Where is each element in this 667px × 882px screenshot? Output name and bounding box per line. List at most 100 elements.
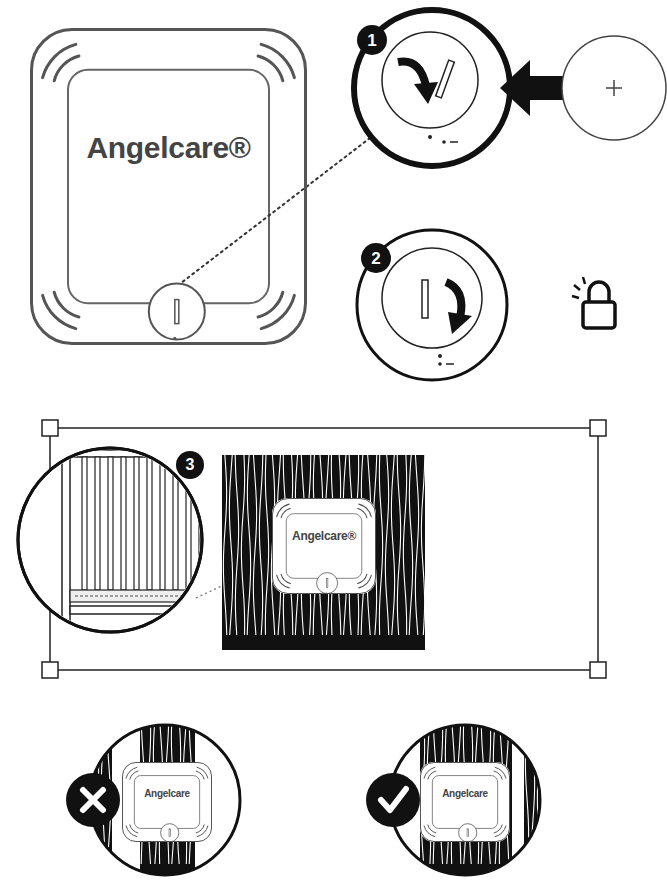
signal-arc (196, 771, 204, 779)
lock-shackle (589, 282, 609, 302)
insert-arrow (500, 60, 565, 116)
dial-mark (428, 135, 432, 139)
signal-arc (258, 292, 283, 317)
lock-spark (574, 285, 580, 290)
callout-badge (366, 773, 420, 827)
signal-arc (495, 826, 506, 837)
signal-arc (359, 575, 371, 587)
wood-grain (403, 455, 406, 635)
signal-arc (43, 44, 76, 77)
wrong-mark (83, 790, 103, 810)
wood-grain (543, 720, 546, 864)
wood-grain (241, 455, 244, 635)
crib-slat (160, 457, 165, 590)
zoom-circle (354, 10, 510, 166)
wood-grain (247, 455, 250, 635)
wood-grain (531, 720, 534, 864)
wood-grain (265, 455, 268, 635)
sensor-pad: Angelcare (420, 762, 510, 842)
pad-fill (272, 498, 376, 594)
dial-slot (169, 829, 170, 837)
pad-inner-outline (286, 514, 362, 579)
wood-texture (524, 720, 547, 880)
pad-inner-outline (134, 776, 199, 829)
callout-badge (176, 451, 204, 479)
dial-slot (175, 300, 179, 324)
wood-grain (397, 455, 400, 635)
brand-logo: Angelcare® (292, 529, 356, 543)
signal-arc (126, 826, 137, 837)
lock-body (583, 302, 615, 328)
battery-dial (161, 824, 179, 842)
wood-board (222, 455, 425, 650)
pad-inner-outline (68, 70, 269, 303)
crib-slat (147, 457, 152, 590)
dial-mark (173, 337, 176, 340)
brand-logo: Angelcare® (86, 131, 250, 165)
crib-drawing (62, 430, 210, 650)
battery (562, 36, 666, 140)
signal-arc (130, 771, 138, 779)
crib-post (62, 430, 70, 650)
step-1-detail (354, 10, 666, 166)
wood-grain (229, 455, 232, 635)
wood-texture (420, 720, 512, 880)
sensor-pad-drawing (272, 498, 376, 594)
signal-arc (495, 767, 506, 778)
rotate-arrowhead (414, 82, 438, 104)
frame-handle (590, 420, 606, 436)
wood-boards (420, 720, 547, 880)
crib-slat (134, 457, 139, 590)
crib-slat (95, 457, 100, 590)
wood-grain (409, 455, 412, 635)
zoom-circle (357, 230, 507, 380)
callout-number: 1 (367, 32, 376, 49)
step-2-detail (357, 230, 507, 380)
signal-arc (258, 56, 283, 81)
signal-arc (358, 574, 367, 583)
brand-logo: Angelcare (442, 788, 488, 799)
signal-arc (281, 574, 290, 583)
signal-arc (494, 825, 502, 833)
dial-mark (450, 141, 458, 143)
crib-mattress (70, 590, 210, 602)
step-3-panel (18, 420, 606, 678)
dial-slot (326, 579, 328, 588)
signal-arc (54, 56, 79, 81)
wood-grain (421, 455, 424, 635)
dial-slot (436, 60, 455, 98)
crib-slat (108, 457, 113, 590)
wood-grain (391, 455, 394, 635)
wood-grain (223, 455, 226, 635)
lock-spark (583, 277, 585, 284)
dial-mark (438, 362, 442, 366)
dial-slot (422, 280, 428, 318)
signal-arc (428, 771, 436, 779)
signal-arc (126, 767, 137, 778)
signal-arc (196, 825, 204, 833)
wood-grain (385, 455, 388, 635)
sensor-pad-drawing (30, 28, 307, 345)
signal-arc (197, 826, 208, 837)
zoom-circle-outline (18, 448, 202, 632)
frame-handle (590, 662, 606, 678)
dial-slot (467, 829, 468, 837)
brand-logo: Angelcare (144, 788, 190, 799)
sensor-pad: Angelcare® (30, 28, 307, 345)
pad-fill (122, 762, 212, 842)
frame-handle (42, 662, 58, 678)
signal-arc (261, 295, 294, 328)
frame-handle (42, 420, 58, 436)
dial-mark (446, 363, 454, 365)
battery-dial (149, 284, 205, 340)
signal-arc (43, 295, 76, 328)
signal-arc (130, 825, 138, 833)
wood-board (524, 720, 546, 880)
pad-inner-outline (432, 776, 497, 829)
callout-badge (357, 25, 387, 55)
dial-outline (382, 248, 482, 348)
callout-number: 3 (186, 457, 195, 473)
wrong-mark (83, 790, 103, 810)
signal-arc (197, 767, 208, 778)
